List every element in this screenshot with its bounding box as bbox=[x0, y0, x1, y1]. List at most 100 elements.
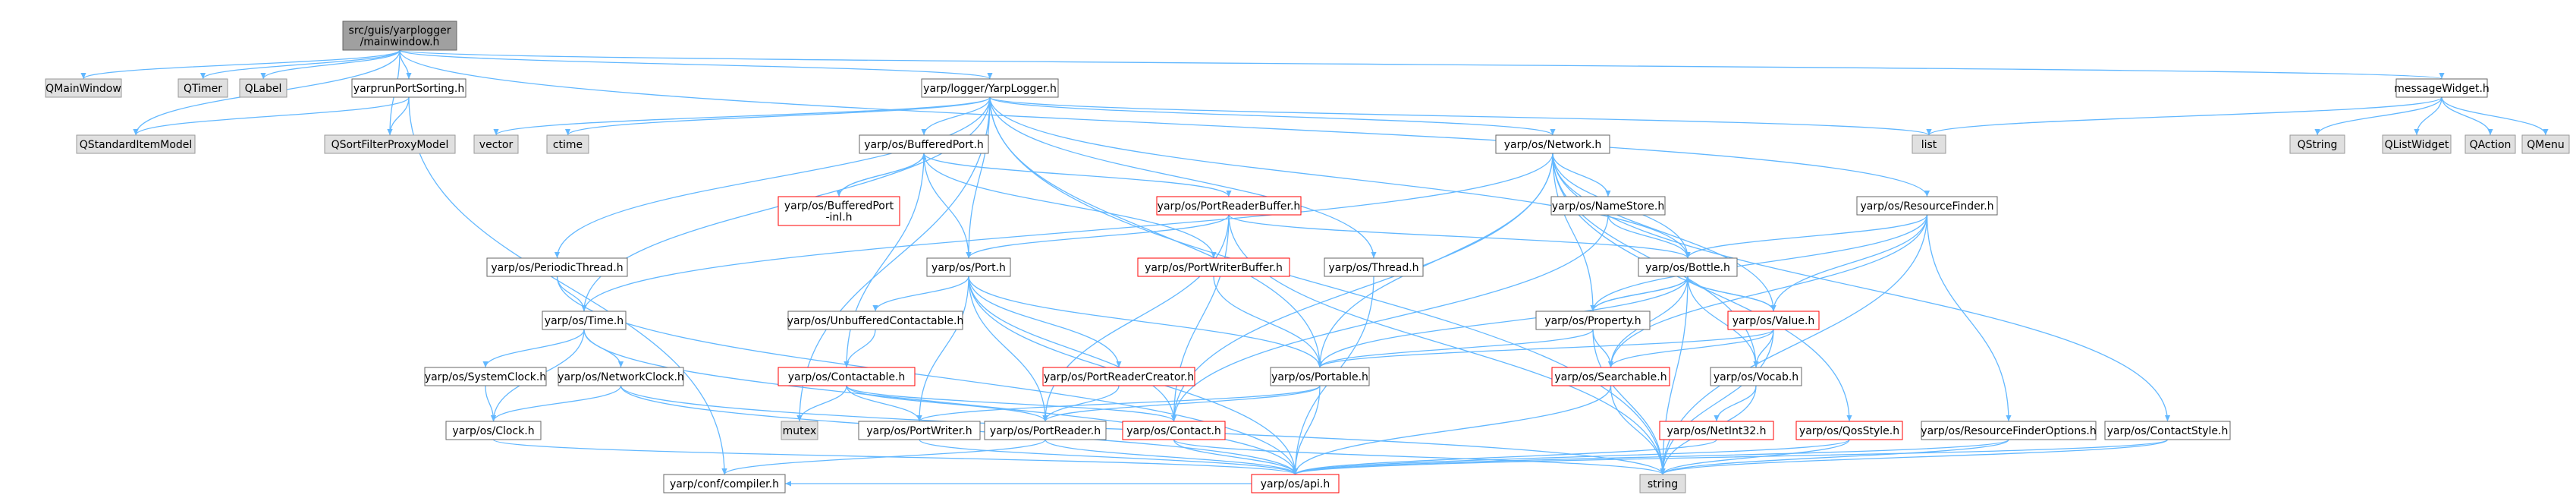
node-nameStore[interactable]: yarp/os/NameStore.h bbox=[1550, 196, 1666, 216]
node-api[interactable]: yarp/os/api.h bbox=[1251, 474, 1340, 493]
edge-nameStore-to-bottle bbox=[1607, 214, 1691, 259]
node-clock[interactable]: yarp/os/Clock.h bbox=[445, 421, 542, 440]
node-netint32[interactable]: yarp/os/NetInt32.h bbox=[1659, 421, 1774, 440]
edge-contactable-to-mutex bbox=[796, 385, 847, 422]
node-bufferedport[interactable]: yarp/os/BufferedPort.h bbox=[859, 134, 989, 154]
node-value[interactable]: yarp/os/Value.h bbox=[1727, 311, 1820, 330]
edge-root-to-yarplogger bbox=[399, 49, 993, 80]
node-box-qlabel bbox=[239, 78, 287, 98]
node-portable[interactable]: yarp/os/Portable.h bbox=[1270, 367, 1370, 386]
node-thread[interactable]: yarp/os/Thread.h bbox=[1324, 257, 1424, 277]
edge-bottle-to-string bbox=[1660, 276, 1689, 475]
node-messagewidget[interactable]: messageWidget.h bbox=[2394, 78, 2490, 98]
node-resourcefinderoptions[interactable]: yarp/os/ResourceFinderOptions.h bbox=[1921, 421, 2097, 440]
node-label-contact: yarp/os/Contact.h bbox=[1126, 425, 1221, 437]
node-contactable[interactable]: yarp/os/Contactable.h bbox=[778, 367, 916, 386]
node-box-root bbox=[342, 20, 457, 51]
edge-vocab-to-netint32 bbox=[1714, 385, 1757, 422]
node-yarplogger[interactable]: yarp/logger/YarpLogger.h bbox=[921, 78, 1059, 98]
node-searchable[interactable]: yarp/os/Searchable.h bbox=[1551, 367, 1670, 386]
edge-yarplogger-to-periodicthread bbox=[554, 96, 991, 259]
node-contact[interactable]: yarp/os/Contact.h bbox=[1122, 421, 1226, 440]
edge-port-to-portable bbox=[968, 276, 1323, 368]
node-ctime: ctime bbox=[546, 134, 589, 154]
node-label-vocab: yarp/os/Vocab.h bbox=[1714, 371, 1798, 383]
edge-searchable-to-string bbox=[1610, 385, 1666, 475]
node-box-periodicthread bbox=[486, 257, 628, 277]
node-contactstyle[interactable]: yarp/os/ContactStyle.h bbox=[2104, 421, 2231, 440]
node-qosstyle[interactable]: yarp/os/QosStyle.h bbox=[1795, 421, 1903, 440]
node-box-resourcefinderoptions bbox=[1921, 421, 2097, 440]
edge-portreaderbuffer-to-bottle bbox=[1228, 214, 1691, 259]
edge-netint32-to-api bbox=[1293, 439, 1717, 475]
edge-contact-to-string bbox=[1173, 439, 1666, 475]
node-portreadercreator[interactable]: yarp/os/PortReaderCreator.h bbox=[1042, 367, 1195, 386]
node-qsortfilterproxymodel: QSortFilterProxyModel bbox=[324, 134, 456, 154]
node-portreader[interactable]: yarp/os/PortReader.h bbox=[984, 421, 1107, 440]
node-label-portreader: yarp/os/PortReader.h bbox=[990, 425, 1101, 437]
node-label-value: yarp/os/Value.h bbox=[1733, 315, 1815, 327]
node-portwriter[interactable]: yarp/os/PortWriter.h bbox=[858, 421, 981, 440]
node-yarprunportsorting[interactable]: yarprunPortSorting.h bbox=[351, 78, 467, 98]
node-vocab[interactable]: yarp/os/Vocab.h bbox=[1710, 367, 1802, 386]
node-bottle[interactable]: yarp/os/Bottle.h bbox=[1638, 257, 1738, 277]
node-box-contactstyle bbox=[2104, 421, 2231, 440]
edge-property-to-searchable bbox=[1592, 329, 1614, 368]
node-periodicthread[interactable]: yarp/os/PeriodicThread.h bbox=[486, 257, 628, 277]
node-label-ctime: ctime bbox=[553, 139, 583, 151]
node-box-vocab bbox=[1710, 367, 1802, 386]
node-label-resourcefinder: yarp/os/ResourceFinder.h bbox=[1860, 200, 1993, 213]
node-label-portreaderbuffer: yarp/os/PortReaderBuffer.h bbox=[1158, 200, 1301, 213]
node-label-unbuffered: yarp/os/UnbufferedContactable.h bbox=[787, 315, 964, 327]
node-compiler[interactable]: yarp/conf/compiler.h bbox=[663, 474, 786, 493]
edge-root-to-qlabel bbox=[260, 49, 401, 80]
node-networkclock[interactable]: yarp/os/NetworkClock.h bbox=[558, 367, 684, 386]
node-port[interactable]: yarp/os/Port.h bbox=[926, 257, 1011, 277]
edge-port-to-unbuffered bbox=[872, 276, 969, 312]
node-resourcefinder[interactable]: yarp/os/ResourceFinder.h bbox=[1856, 196, 1998, 216]
node-root[interactable]: src/guis/yarplogger/mainwindow.h bbox=[342, 20, 457, 51]
node-portwriterbuffer[interactable]: yarp/os/PortWriterBuffer.h bbox=[1137, 257, 1290, 277]
node-box-vector bbox=[473, 134, 519, 154]
node-label-qosstyle: yarp/os/QosStyle.h bbox=[1799, 425, 1899, 437]
node-label-time: yarp/os/Time.h bbox=[545, 315, 624, 327]
node-mutex: mutex bbox=[781, 421, 818, 440]
node-box-ctime bbox=[546, 134, 589, 154]
node-label-root: /mainwindow.h bbox=[360, 36, 440, 49]
node-box-bottle bbox=[1638, 257, 1738, 277]
node-label-bufferedportinl: yarp/os/BufferedPort bbox=[784, 200, 894, 213]
node-bufferedportinl[interactable]: yarp/os/BufferedPort-inl.h bbox=[778, 196, 900, 226]
node-box-value bbox=[1727, 311, 1820, 330]
edge-messagewidget-to-qstring bbox=[2314, 96, 2442, 136]
node-unbuffered[interactable]: yarp/os/UnbufferedContactable.h bbox=[787, 311, 964, 330]
node-qaction: QAction bbox=[2464, 134, 2516, 154]
edge-value-to-string bbox=[1660, 329, 1774, 475]
node-label-mutex: mutex bbox=[783, 425, 817, 437]
node-portreaderbuffer[interactable]: yarp/os/PortReaderBuffer.h bbox=[1156, 196, 1302, 216]
node-box-qstandarditemmodel bbox=[76, 134, 196, 154]
edge-yarplogger-to-ctime bbox=[565, 96, 991, 136]
node-property[interactable]: yarp/os/Property.h bbox=[1535, 311, 1651, 330]
node-box-property bbox=[1535, 311, 1651, 330]
edge-yarplogger-to-port bbox=[966, 96, 991, 259]
edge-systemclock-to-clock bbox=[485, 385, 497, 422]
edge-contactable-to-contact bbox=[846, 385, 1176, 422]
node-systemclock[interactable]: yarp/os/SystemClock.h bbox=[424, 367, 547, 386]
node-qstandarditemmodel: QStandardItemModel bbox=[76, 134, 196, 154]
node-label-netint32: yarp/os/NetInt32.h bbox=[1667, 425, 1766, 437]
edge-unbuffered-to-contactable bbox=[843, 329, 876, 368]
edge-bottle-to-portable bbox=[1317, 276, 1689, 368]
edge-yarprunportsorting-to-qstandarditemmodel bbox=[133, 96, 410, 136]
edge-resourcefinder-to-resourcefinderoptions bbox=[1926, 214, 2012, 422]
node-network[interactable]: yarp/os/Network.h bbox=[1495, 134, 1610, 154]
node-box-bufferedportinl bbox=[778, 196, 900, 226]
node-box-qsortfilterproxymodel bbox=[324, 134, 456, 154]
edge-contactable-to-portwriter bbox=[846, 385, 922, 422]
node-label-portable: yarp/os/Portable.h bbox=[1271, 371, 1368, 383]
edge-yarplogger-to-vector bbox=[493, 96, 991, 136]
edge-network-to-time bbox=[581, 153, 1553, 312]
edge-portreaderbuffer-to-string bbox=[1228, 214, 1666, 475]
node-label-bufferedportinl: -inl.h bbox=[825, 212, 852, 224]
node-time[interactable]: yarp/os/Time.h bbox=[542, 311, 627, 330]
